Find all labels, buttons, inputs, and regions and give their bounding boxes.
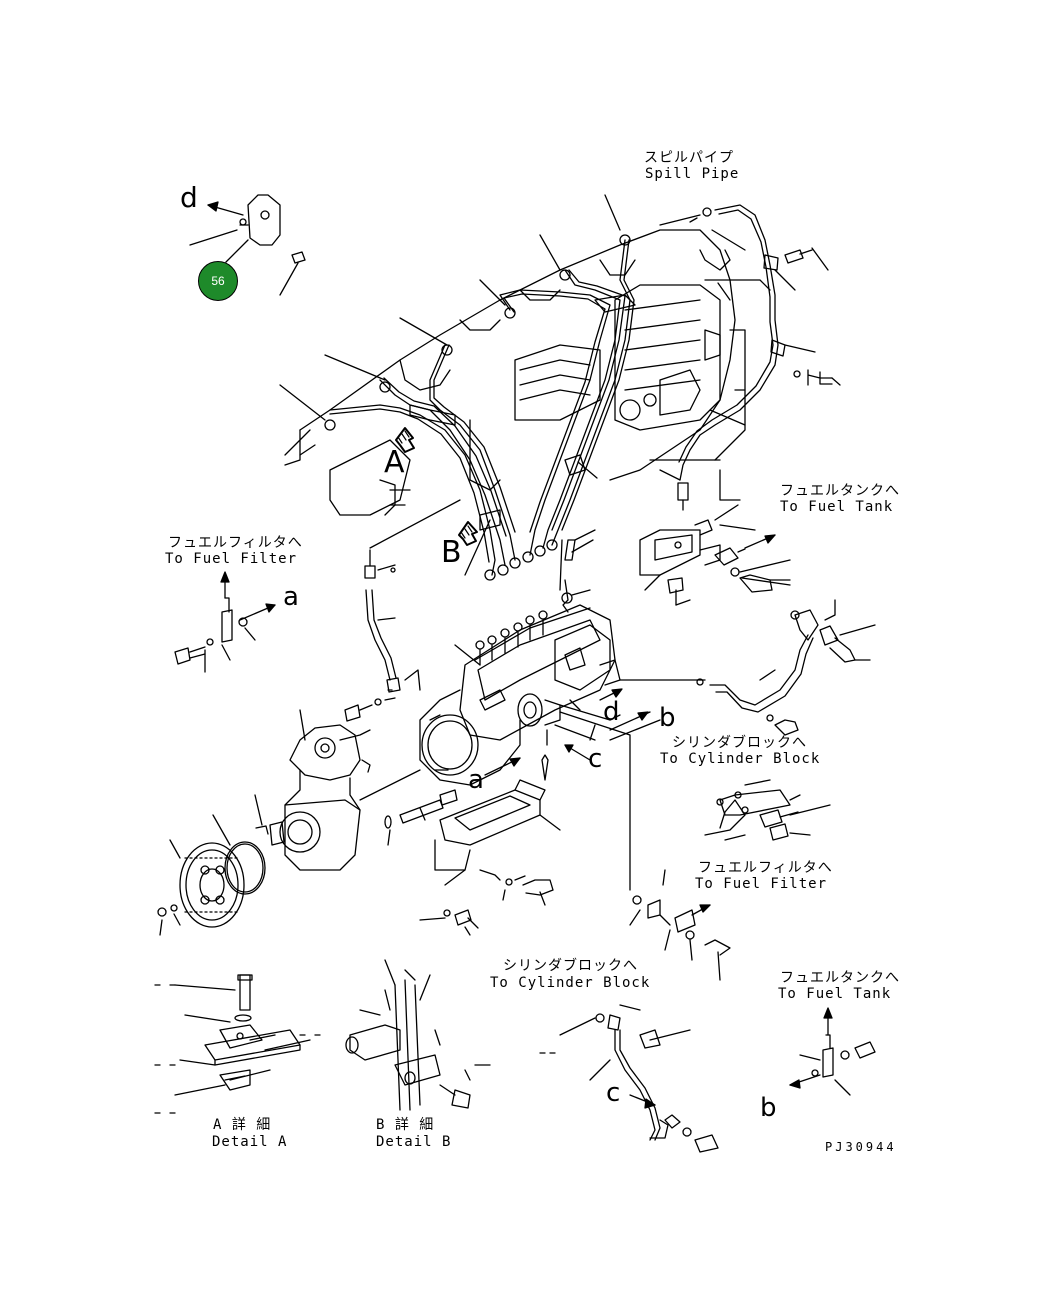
fuel-tank-fittings-right	[639, 504, 791, 606]
spill-pipe-label-en: Spill Pipe	[645, 166, 740, 182]
detail-a-drawing	[154, 974, 321, 1114]
letter-d-mid: d	[603, 697, 620, 727]
cyl-block-pipe	[539, 1004, 719, 1153]
middle-arrows	[484, 688, 651, 776]
letter-a-left: a	[283, 582, 299, 612]
mount-bolts	[344, 689, 554, 936]
detail-a-label-jp: A 詳 細	[213, 1117, 272, 1133]
leader-lines-engine	[279, 194, 816, 576]
detail-a-label-en: Detail A	[212, 1134, 288, 1150]
injection-lines	[324, 234, 636, 581]
letter-b-bottom: b	[760, 1093, 777, 1123]
letter-d-top: d	[180, 181, 198, 214]
letter-c-bottom: c	[606, 1078, 621, 1108]
gear-and-oring	[157, 814, 266, 936]
spill-pipe-label-jp: スピルパイプ	[644, 150, 734, 166]
engine-block	[284, 229, 771, 516]
fuel-tank-fitting-bottom	[789, 1007, 876, 1096]
callout-badge[interactable]: 56	[198, 261, 238, 301]
fuel-filter-label-jp-1: フュエルフィルタへ	[168, 535, 303, 551]
detail-b-label-jp: B 詳 細	[376, 1117, 435, 1133]
cyl-block-label-en-2: To Cylinder Block	[490, 975, 651, 991]
fuel-filter-label-en-2: To Fuel Filter	[695, 876, 828, 892]
air-compressor	[254, 709, 421, 871]
letter-A-view: A	[384, 445, 405, 480]
fuel-tank-label-jp-2: フュエルタンクへ	[780, 970, 900, 986]
letter-b-mid: b	[659, 703, 676, 733]
cyl-block-label-jp-1: シリンダブロックへ	[672, 735, 807, 751]
letter-c-mid: c	[588, 744, 603, 774]
drawing-code: PJ30944	[825, 1140, 897, 1154]
fuel-filter-line-left	[364, 499, 461, 693]
pump-bracket	[434, 729, 561, 886]
fuel-tank-label-en-2: To Fuel Tank	[778, 986, 892, 1002]
cyl-block-label-en-1: To Cylinder Block	[660, 751, 821, 767]
fuel-filter-fitting-left	[174, 571, 276, 673]
fuel-filter-fittings-right	[629, 869, 731, 981]
view-arrows	[395, 427, 478, 546]
fuel-tank-label-jp-1: フュエルタンクへ	[780, 483, 900, 499]
detail-b-drawing	[345, 959, 491, 1111]
fuel-filter-label-jp-2: フュエルフィルタへ	[698, 860, 833, 876]
cyl-block-label-jp-2: シリンダブロックへ	[503, 958, 638, 974]
routing-lines	[554, 699, 661, 891]
detail-b-label-en: Detail B	[376, 1134, 452, 1150]
bracket-top-left	[189, 194, 306, 296]
letter-a-mid: a	[468, 765, 484, 795]
injection-pump	[419, 539, 621, 786]
cyl-block-fittings-right	[704, 779, 831, 841]
letter-B-view: B	[441, 535, 462, 570]
fuel-filter-label-en-1: To Fuel Filter	[165, 551, 298, 567]
fuel-tank-hose	[619, 599, 876, 736]
arrow-d-top	[207, 201, 244, 216]
spill-fittings	[784, 247, 841, 386]
callout-badge-number: 56	[211, 274, 225, 288]
arrow-c-bottom	[629, 1094, 656, 1109]
spill-pipe	[659, 204, 786, 511]
fuel-tank-label-en-1: To Fuel Tank	[780, 499, 894, 515]
